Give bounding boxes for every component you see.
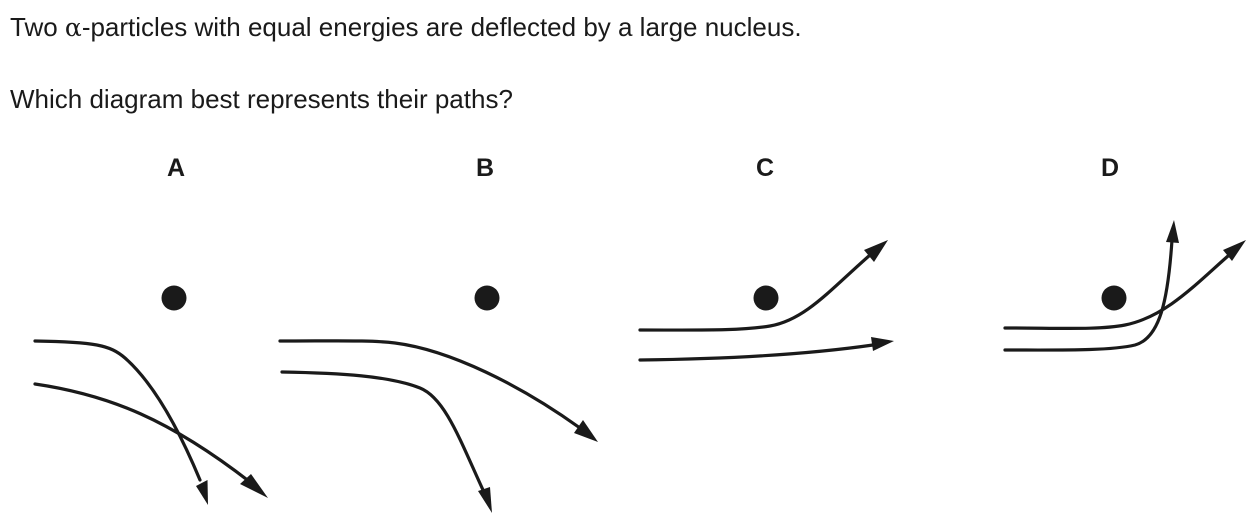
diagram-c <box>638 240 894 362</box>
question-suffix: -particles with equal energies are defle… <box>81 12 802 42</box>
nucleus-b <box>474 285 500 311</box>
path-c-lower <box>638 343 875 362</box>
arrowhead-b-lower <box>478 487 492 513</box>
diagram-a <box>33 285 268 505</box>
path-a-lower <box>33 382 252 484</box>
diagram-d <box>1003 220 1246 352</box>
path-b-lower <box>280 370 485 492</box>
arrowhead-c-upper <box>864 240 888 262</box>
option-label-b: B <box>475 154 495 182</box>
option-label-c: C <box>755 154 775 182</box>
path-d-upper <box>1003 254 1230 330</box>
path-a-upper <box>33 339 202 482</box>
nucleus-a <box>161 285 187 311</box>
path-c-upper <box>638 253 872 332</box>
question-text-line-1: Two α-particles with equal energies are … <box>10 12 802 43</box>
path-b-upper <box>278 339 582 430</box>
arrowhead-a-upper <box>196 480 208 505</box>
question-text-line-2: Which diagram best represents their path… <box>10 84 513 114</box>
alpha-symbol: α <box>64 13 82 42</box>
arrowhead-b-upper <box>574 420 598 442</box>
diagram-b <box>278 285 598 513</box>
nucleus-c <box>753 285 779 311</box>
path-d-lower <box>1003 238 1174 352</box>
question-prefix: Two <box>10 12 65 42</box>
arrowhead-a-lower <box>240 474 268 498</box>
option-label-a: A <box>166 154 186 182</box>
option-label-d: D <box>1100 154 1120 182</box>
nucleus-d <box>1101 285 1127 311</box>
arrowhead-c-lower <box>871 337 894 351</box>
arrowhead-d-upper <box>1223 240 1246 261</box>
arrowhead-d-lower <box>1166 220 1179 243</box>
